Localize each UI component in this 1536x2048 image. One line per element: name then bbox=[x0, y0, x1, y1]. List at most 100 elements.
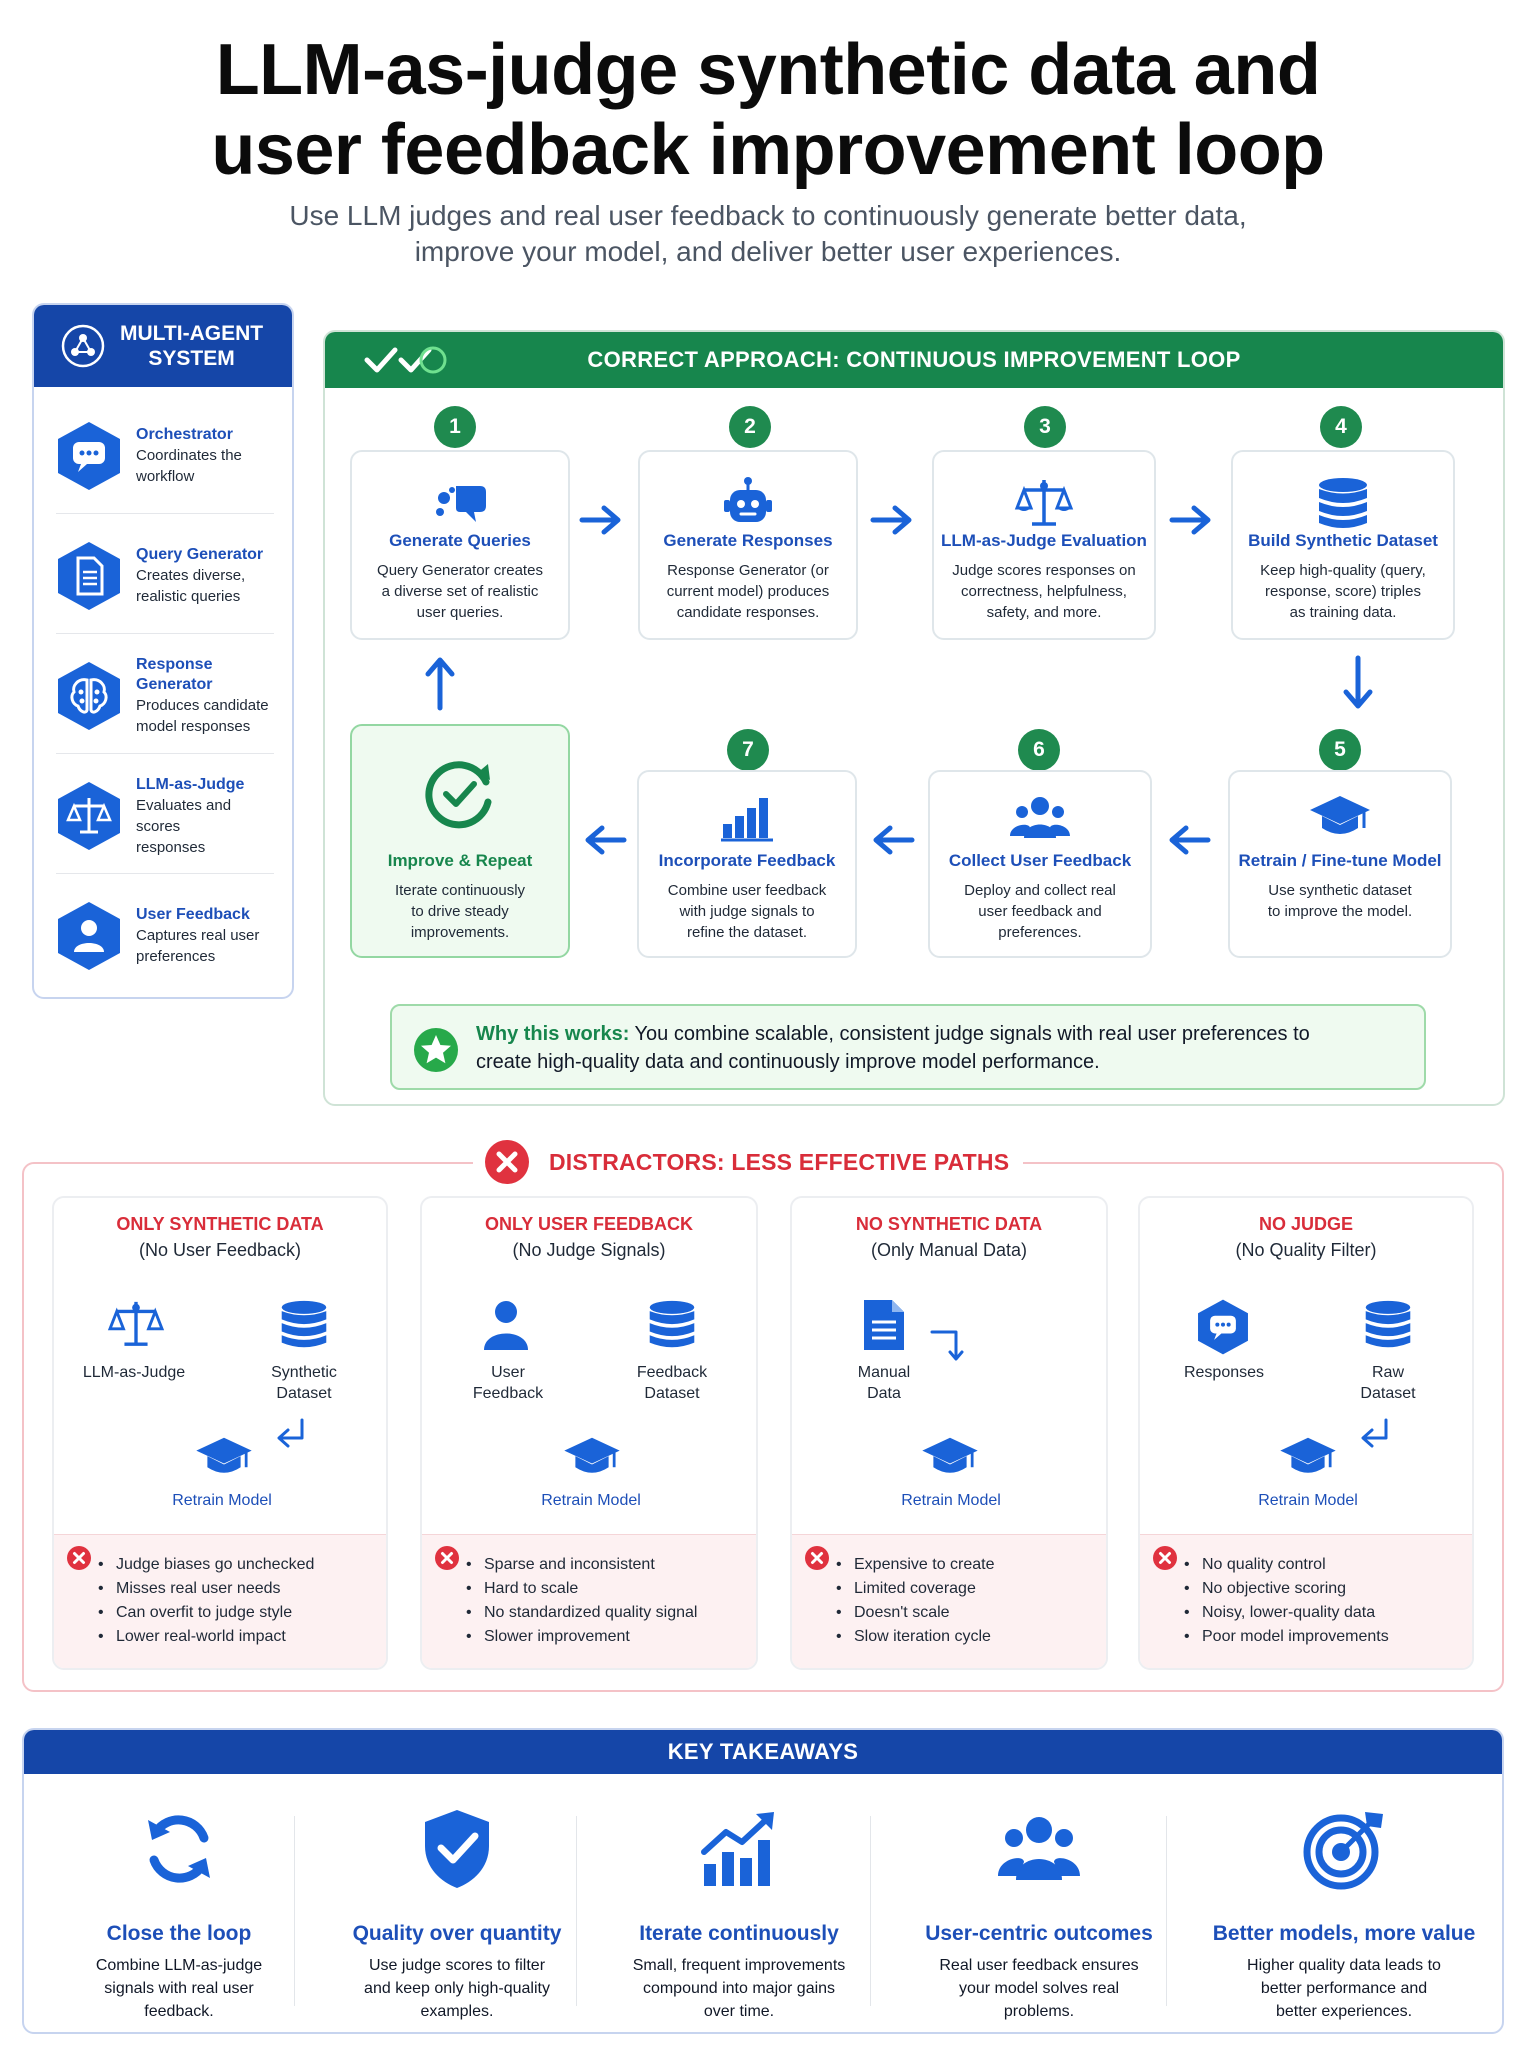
step-badge: 7 bbox=[727, 729, 769, 771]
desc-line: Query Generator creates bbox=[377, 562, 543, 579]
arrow-up-icon bbox=[425, 657, 455, 711]
agent-desc-line: model responses bbox=[136, 718, 251, 735]
error-x-icon bbox=[805, 1546, 829, 1570]
growth-chart-icon bbox=[701, 1812, 774, 1886]
agent-desc-line: Coordinates the bbox=[136, 447, 242, 464]
takeaway-icon-wrap bbox=[36, 1808, 322, 1890]
divider bbox=[56, 753, 274, 754]
improvement-loop-panel: CORRECT APPROACH: CONTINUOUS IMPROVEMENT… bbox=[323, 330, 1505, 1106]
users-icon bbox=[1010, 797, 1070, 838]
divider bbox=[1166, 1816, 1167, 2006]
desc-line: compound into major gains bbox=[642, 1980, 836, 1997]
graduation-cap-icon bbox=[1310, 796, 1370, 834]
graduation-cap-icon bbox=[564, 1437, 620, 1473]
agent-text: User Feedback Captures real user prefere… bbox=[136, 905, 259, 967]
cons-items: Expensive to create Limited coverage Doe… bbox=[836, 1553, 995, 1649]
desc-line: Keep high-quality (query, bbox=[1260, 562, 1426, 579]
error-x-icon bbox=[435, 1546, 459, 1570]
step-title: Generate Responses bbox=[663, 531, 833, 550]
node-label: Raw Dataset bbox=[1318, 1362, 1458, 1404]
desc-line: as training data. bbox=[1289, 604, 1397, 621]
error-x-icon bbox=[1153, 1546, 1177, 1570]
bar-chart-icon bbox=[721, 798, 773, 842]
desc-line: examples. bbox=[420, 2003, 494, 2020]
card-subtitle: (No Judge Signals) bbox=[512, 1240, 666, 1260]
step-title: Collect User Feedback bbox=[948, 851, 1132, 870]
document-icon bbox=[58, 542, 120, 610]
distractor-card-no-judge: NO JUDGE (No Quality Filter) Responses R… bbox=[1138, 1196, 1474, 1670]
return-arrow-icon bbox=[1361, 1418, 1388, 1448]
label-line: LLM-as-Judge bbox=[82, 1364, 186, 1381]
takeaway-desc: Combine LLM-as-judge signals with real u… bbox=[48, 1954, 310, 2023]
retrain-label: Retrain Model bbox=[541, 1492, 641, 1509]
con-item: Lower real-world impact bbox=[98, 1625, 314, 1649]
desc-line: improvements. bbox=[410, 924, 510, 941]
desc-line: and keep only high-quality bbox=[364, 1980, 550, 1997]
retrain-label: Retrain Model bbox=[172, 1492, 272, 1509]
step-badge: 1 bbox=[434, 406, 476, 448]
loop-title: CORRECT APPROACH: CONTINUOUS IMPROVEMENT… bbox=[587, 347, 1241, 372]
cons-items: Judge biases go unchecked Misses real us… bbox=[98, 1553, 314, 1649]
agent-text: LLM-as-Judge Evaluates and scores respon… bbox=[136, 775, 276, 858]
refresh-check-icon bbox=[425, 761, 492, 829]
return-arrow-icon bbox=[277, 1418, 304, 1448]
desc-line: a diverse set of realistic bbox=[381, 583, 539, 600]
desc-line: your model solves real bbox=[958, 1980, 1120, 1997]
step-llm-judge-evaluation: LLM-as-Judge Evaluation Judge scores res… bbox=[932, 450, 1156, 640]
label-line: Responses bbox=[1183, 1364, 1265, 1381]
step-badge: 5 bbox=[1319, 729, 1361, 771]
scale-icon bbox=[107, 1301, 165, 1346]
desc-line: Deploy and collect real bbox=[964, 882, 1116, 899]
graduation-cap-icon bbox=[196, 1437, 252, 1473]
con-item: Expensive to create bbox=[836, 1553, 995, 1577]
divider bbox=[576, 1816, 577, 2006]
agent-llm-judge: LLM-as-Judge Evaluates and scores respon… bbox=[54, 757, 276, 875]
label-line: Feedback bbox=[472, 1385, 544, 1402]
card-subtitle: (Only Manual Data) bbox=[870, 1240, 1028, 1260]
agent-name: User Feedback bbox=[136, 906, 250, 923]
cons-list: Sparse and inconsistent Hard to scale No… bbox=[422, 1534, 756, 1668]
desc-line: Small, frequent improvements bbox=[632, 1957, 846, 1974]
takeaway-title: Better models, more value bbox=[1212, 1922, 1476, 1945]
takeaway-title: User-centric outcomes bbox=[925, 1922, 1153, 1945]
step-badge: 2 bbox=[729, 406, 771, 448]
arrow-right-icon bbox=[1169, 505, 1211, 535]
divider bbox=[56, 633, 274, 634]
retrain-label: Retrain Model bbox=[1258, 1492, 1358, 1509]
agent-text: Response Generator Produces candidate mo… bbox=[136, 655, 276, 737]
arrow-right-icon bbox=[870, 505, 912, 535]
con-item: Poor model improvements bbox=[1184, 1625, 1389, 1649]
star-badge-icon bbox=[414, 1028, 458, 1072]
desc-line: preferences. bbox=[998, 924, 1082, 941]
takeaway-title: Close the loop bbox=[106, 1922, 252, 1945]
arrow-right-icon bbox=[579, 505, 621, 535]
card-subtitle: (No Quality Filter) bbox=[1235, 1240, 1377, 1260]
sidebar-title-line-2: SYSTEM bbox=[148, 347, 235, 370]
why-line-2: create high-quality data and continuousl… bbox=[476, 1051, 1100, 1073]
agent-query-generator: Query Generator Creates diverse, realist… bbox=[54, 517, 276, 635]
sidebar-header: MULTI-AGENT SYSTEM bbox=[34, 305, 292, 387]
step-title: Incorporate Feedback bbox=[658, 851, 836, 870]
divider bbox=[56, 873, 274, 874]
retrain-label: Retrain Model bbox=[901, 1492, 1001, 1509]
node-label: User Feedback bbox=[438, 1362, 578, 1404]
node-label: Feedback Dataset bbox=[602, 1362, 742, 1404]
graduation-cap-icon bbox=[1280, 1437, 1336, 1473]
scale-icon bbox=[1014, 480, 1074, 526]
desc-line: with judge signals to bbox=[679, 903, 815, 920]
distractor-card-only-synthetic: ONLY SYNTHETIC DATA (No User Feedback) L… bbox=[52, 1196, 388, 1670]
card-title: ONLY USER FEEDBACK bbox=[484, 1214, 694, 1234]
step-title: Improve & Repeat bbox=[387, 851, 533, 870]
takeaway-close-the-loop: Close the loop Combine LLM-as-judge sign… bbox=[36, 1790, 322, 2030]
step-desc: Deploy and collect real user feedback an… bbox=[940, 880, 1140, 943]
desc-line: Use judge scores to filter bbox=[368, 1957, 546, 1974]
step-badge: 3 bbox=[1024, 406, 1066, 448]
arrow-left-icon bbox=[873, 825, 915, 855]
con-item: No standardized quality signal bbox=[466, 1601, 697, 1625]
card-title: NO JUDGE bbox=[1258, 1214, 1354, 1234]
user-icon bbox=[484, 1301, 528, 1350]
desc-line: safety, and more. bbox=[986, 604, 1102, 621]
cons-list: Expensive to create Limited coverage Doe… bbox=[792, 1534, 1106, 1668]
takeaway-icon-wrap bbox=[596, 1808, 882, 1890]
desc-line: Combine LLM-as-judge bbox=[95, 1957, 263, 1974]
